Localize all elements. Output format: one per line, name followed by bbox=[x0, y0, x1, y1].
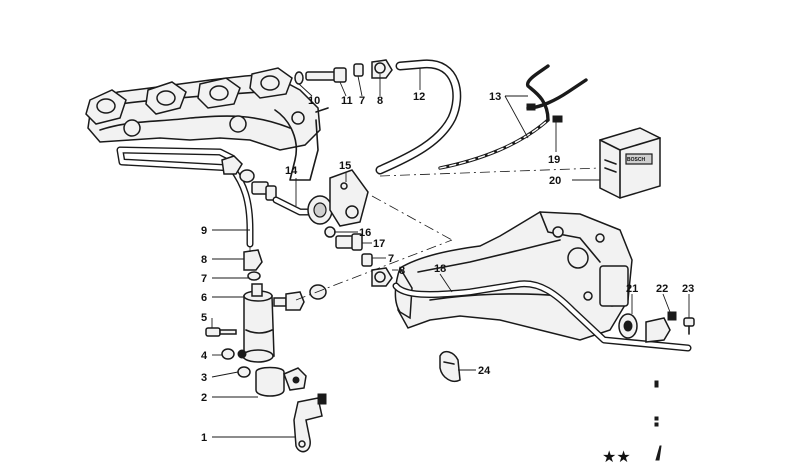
callout-10: 10 bbox=[308, 95, 320, 107]
thin-hose-19 bbox=[526, 103, 563, 152]
intake-manifold bbox=[394, 211, 633, 341]
callout-7-top: 7 bbox=[359, 95, 365, 107]
clamp-2 bbox=[255, 366, 307, 397]
vacuum-pipe-18 bbox=[392, 280, 692, 352]
filter-canister-6 bbox=[242, 283, 327, 363]
callout-labels: 1 2 3 4 5 6 7 8 9 10 11 7 8 12 13 14 15 … bbox=[201, 91, 694, 444]
leader-lines bbox=[211, 68, 690, 438]
center-lines bbox=[249, 167, 601, 301]
callout-9: 9 bbox=[201, 225, 207, 237]
thin-hose-13 bbox=[438, 64, 588, 170]
control-unit-20: BOSCH bbox=[599, 127, 661, 199]
control-unit-brand-label: BOSCH bbox=[627, 157, 645, 163]
manifold-flange-2 bbox=[145, 81, 187, 115]
manifold-flange-3 bbox=[197, 77, 241, 109]
callout-1: 1 bbox=[201, 432, 207, 444]
callout-8-right: 8 bbox=[399, 265, 405, 277]
clip-24 bbox=[439, 350, 461, 382]
nut-8-right bbox=[371, 267, 393, 287]
bolt-5 bbox=[205, 327, 237, 337]
callout-15: 15 bbox=[339, 160, 351, 172]
washer-3 bbox=[237, 366, 251, 378]
callout-3: 3 bbox=[201, 372, 207, 384]
bracket-15 bbox=[329, 169, 369, 227]
coupling-21 bbox=[618, 313, 671, 343]
callout-22: 22 bbox=[656, 283, 668, 295]
washer-16 bbox=[324, 226, 336, 238]
footer-marks: ★★ bbox=[602, 380, 662, 466]
callout-8-left: 8 bbox=[201, 254, 207, 266]
callout-14: 14 bbox=[285, 165, 298, 177]
callout-23: 23 bbox=[682, 283, 694, 295]
sealing-ring-7-left bbox=[247, 271, 261, 281]
callout-18: 18 bbox=[434, 263, 446, 275]
fitting-gasket-10 bbox=[294, 71, 304, 85]
callout-2: 2 bbox=[201, 392, 207, 404]
callout-13: 13 bbox=[489, 91, 501, 103]
callout-20: 20 bbox=[549, 175, 561, 187]
manifold-flange-1 bbox=[85, 89, 127, 125]
callout-5: 5 bbox=[201, 312, 207, 324]
callout-7-left: 7 bbox=[201, 273, 207, 285]
washer-4 bbox=[221, 348, 247, 360]
union-17 bbox=[335, 233, 363, 251]
vacuum-hose-12 bbox=[375, 59, 462, 175]
callout-6: 6 bbox=[201, 292, 207, 304]
exhaust-manifold bbox=[85, 67, 329, 181]
cross-pipe-9 bbox=[116, 146, 254, 248]
callout-8-top: 8 bbox=[377, 95, 383, 107]
callout-11: 11 bbox=[341, 95, 353, 107]
callout-24: 24 bbox=[478, 365, 491, 377]
fitting-nut-7-top bbox=[353, 63, 364, 77]
manifold-flange-4 bbox=[249, 67, 293, 99]
hose-nut-8-left bbox=[243, 249, 263, 271]
callout-17: 17 bbox=[373, 238, 385, 250]
nut-22 bbox=[667, 311, 677, 321]
fitting-nut-8-top bbox=[371, 59, 393, 79]
fitting-union-11 bbox=[305, 67, 347, 83]
fitting-nut-left-upper bbox=[221, 155, 277, 201]
nut-7-right bbox=[361, 253, 373, 267]
callout-19: 19 bbox=[548, 154, 560, 166]
footer-stars: ★★ bbox=[602, 447, 631, 466]
callout-7-right: 7 bbox=[388, 253, 394, 265]
callout-4: 4 bbox=[201, 350, 208, 362]
callout-12: 12 bbox=[413, 91, 425, 103]
valve-14 bbox=[272, 178, 333, 225]
bracket-1 bbox=[293, 393, 327, 453]
screw-23 bbox=[683, 317, 695, 335]
callout-16: 16 bbox=[359, 227, 371, 239]
callout-21: 21 bbox=[626, 283, 638, 295]
